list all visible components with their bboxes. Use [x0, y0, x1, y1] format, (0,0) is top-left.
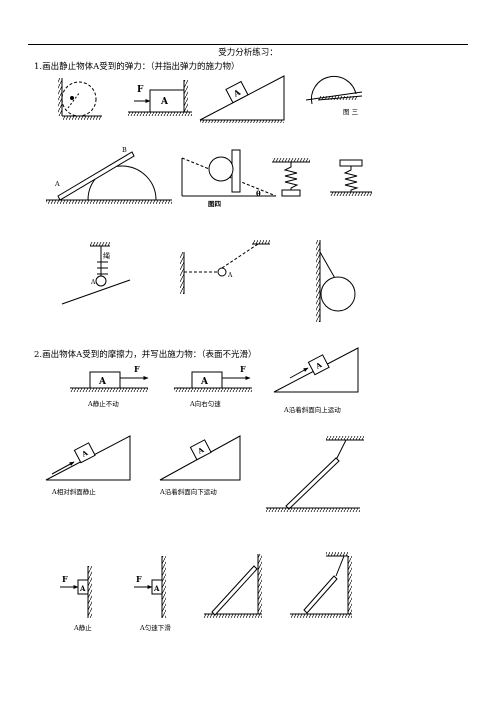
- s2-fig2-block: A: [200, 377, 209, 387]
- s2-fig1-force: F: [134, 364, 140, 374]
- fig9-ball-label: A: [90, 279, 96, 286]
- fig10-ball-label: A: [227, 272, 233, 279]
- s2-fig5-block: A: [195, 445, 205, 456]
- fig5-rod-top: B: [122, 146, 127, 154]
- fig5-rod-on-half-cylinder: B A: [46, 146, 172, 204]
- fig9-rope-label: 绳: [103, 251, 110, 260]
- s2-fig2-caption: A向右匀速: [190, 400, 221, 408]
- s2-fig8-force: F: [136, 574, 142, 584]
- s2-fig3-block: A: [313, 360, 323, 371]
- s2-fig1-caption: A静止不动: [88, 400, 119, 408]
- s2-fig1-block: A: [98, 377, 107, 387]
- s2-fig2-block-right: A F: [174, 364, 252, 392]
- s2-fig8-block-wall-slide: A F: [134, 556, 166, 618]
- fig2-force-label: F: [137, 85, 144, 95]
- fig10-ball-two-ropes: A: [180, 240, 270, 294]
- fig3-block-on-incline: A: [199, 75, 285, 123]
- question-2: 2.画出物体A受到的摩擦力，并写出施力物：（表面不光滑）: [34, 350, 257, 360]
- s2-fig4-caption: A相对斜面静止: [52, 488, 96, 496]
- s2-fig5-incline-down: A: [159, 435, 241, 481]
- question-1: 1.画出静止物体A受到的弹力：（并指出弹力的施力物）: [34, 62, 240, 72]
- fig2-block-label: A: [160, 97, 169, 107]
- fig6-ball-board-incline: θ 图四: [181, 149, 277, 208]
- fig7-spring-left: [272, 158, 310, 197]
- fig4-caption: 图 三: [343, 108, 359, 116]
- top-rule: [28, 44, 468, 45]
- s2-fig9-rod-wall-floor: [204, 554, 262, 618]
- fig5-rod-bottom: A: [54, 180, 60, 188]
- s2-fig2-force: F: [240, 364, 246, 374]
- fig8-spring-right: [330, 159, 372, 196]
- fig3-block-label: A: [231, 87, 243, 100]
- fig1-ball-in-corner: [58, 78, 102, 120]
- s2-fig5-caption: A沿着斜面向下运动: [160, 488, 217, 496]
- fig2-block-against-wall: F A: [128, 80, 192, 116]
- s2-fig7-block: A: [79, 584, 86, 593]
- fig11-ball-against-wall: [316, 240, 356, 322]
- s2-fig3-caption: A沿着斜面向上运动: [284, 406, 341, 414]
- s2-fig4-incline-rest: A: [45, 435, 131, 481]
- s2-fig6-rod-hinged: [266, 436, 364, 512]
- fig9-hanging-ball-incline: 绳 A: [61, 242, 131, 305]
- fig6-caption: 图四: [208, 199, 222, 208]
- s2-fig3-incline-up: A: [273, 347, 359, 393]
- fig4-cylinder-on-ledge: 图 三: [305, 75, 363, 116]
- s2-fig8-caption: A匀速下滑: [140, 624, 171, 632]
- fig6-theta: θ: [256, 189, 261, 198]
- s2-fig7-force: F: [62, 574, 68, 584]
- s2-fig10-rod-hinged-wall: [290, 552, 352, 618]
- s2-fig1-block-static: A F: [70, 364, 149, 392]
- s2-fig7-caption: A静止: [74, 624, 92, 632]
- s2-fig7-block-wall-static: A F: [60, 566, 92, 618]
- page-title: 受力分析练习：: [218, 48, 278, 58]
- s2-fig4-block: A: [79, 448, 89, 459]
- s2-fig8-block: A: [153, 584, 160, 593]
